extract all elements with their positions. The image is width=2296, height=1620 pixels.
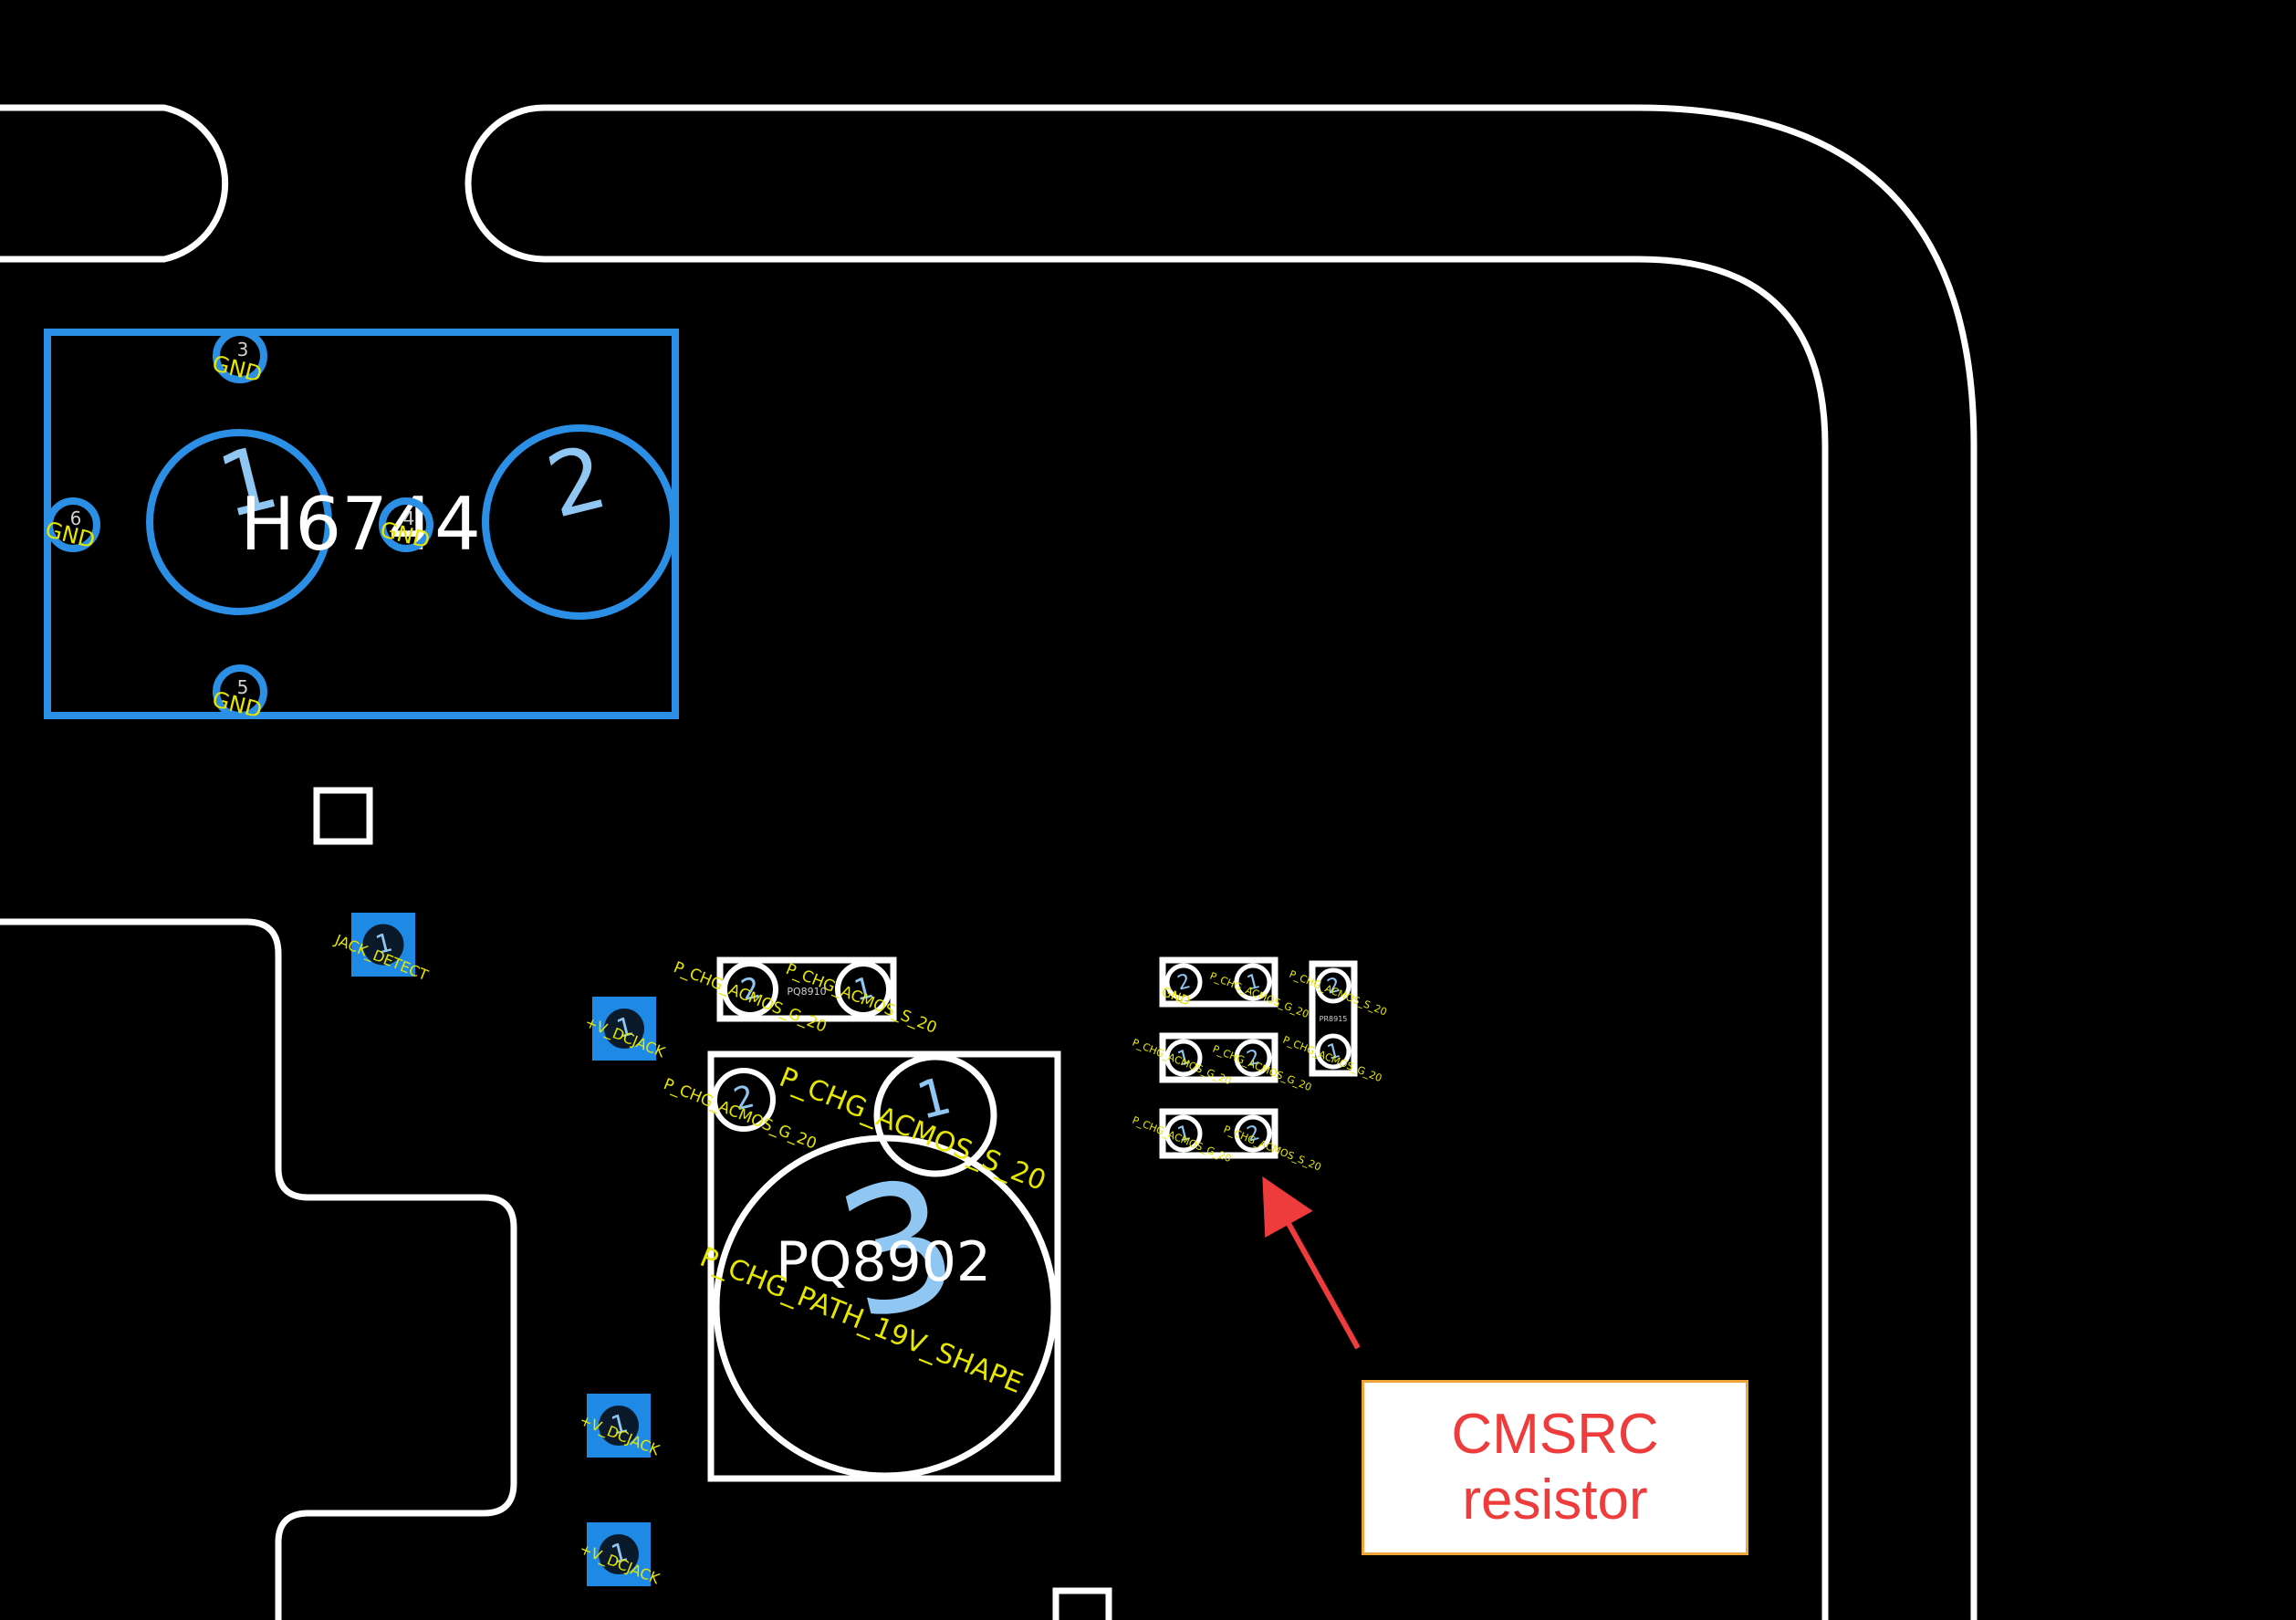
gnd-via-4[interactable] — [379, 497, 433, 552]
gnd-via-5[interactable] — [213, 664, 267, 719]
designator-label: PQ8902 — [776, 1230, 991, 1294]
designator-label: PQ8910 — [787, 986, 826, 998]
pad-number: 1 — [1175, 1046, 1194, 1071]
mounting-hole-h6744[interactable]: 1 2 H6744 3 GND 4 GND 5 GND 6 GND — [43, 329, 679, 723]
test-point[interactable]: 1 +V_DCJACK — [577, 1522, 663, 1589]
pad-number: 1 — [1175, 1122, 1194, 1147]
pad-number: 1 — [1245, 970, 1263, 996]
pad-number: 5 — [237, 676, 249, 698]
pad-number: 1 — [1325, 1040, 1343, 1065]
pad-number: 2 — [1325, 974, 1343, 999]
test-point[interactable]: 1 JACK_DETECT — [331, 913, 431, 985]
pad-number: 2 — [1245, 1122, 1263, 1147]
callout-line-2: resistor — [1462, 1468, 1648, 1531]
pad-number: 4 — [403, 507, 415, 529]
callout-box: CMSRC resistor — [1362, 1380, 1748, 1555]
gnd-via-3[interactable] — [213, 329, 267, 383]
designator-label: H6744 — [240, 482, 481, 567]
pad-number: 3 — [237, 339, 249, 361]
board-outline — [0, 104, 1978, 1620]
test-point[interactable]: 1 +V_DCJACK — [582, 997, 668, 1062]
test-point[interactable]: 1 +V_DCJACK — [577, 1394, 663, 1460]
callout-line-1: CMSRC — [1451, 1403, 1659, 1466]
net-label: GND — [210, 350, 265, 387]
mounting-hole-pad-1[interactable] — [146, 429, 332, 615]
mounting-hole-pad-2[interactable] — [482, 424, 677, 620]
pad-number: 2 — [1245, 1046, 1263, 1071]
pad-number: 2 — [537, 425, 616, 538]
transistor-pq8902[interactable]: 1 2 3 PQ8902 P_CHG_ACMOS_S_20 P_CHG_ACMO… — [661, 1050, 1061, 1482]
callout-arrow — [1262, 1176, 1361, 1350]
resistor-pq8910[interactable]: 2 1 PQ8910 P_CHG_ACMOS_G_20 P_CHG_ACMOS_… — [671, 956, 939, 1038]
pad-number: 6 — [70, 507, 82, 529]
small-resistor[interactable]: 1 2 P_CHG_ACMOS_G_20 P_CHG_ACMOS_S_20 — [1131, 1108, 1323, 1174]
designator-label: PR8915 — [1320, 1015, 1348, 1023]
small-resistor[interactable]: 2 1 GND P_CHG_ACMOS_G_20 — [1159, 956, 1311, 1020]
small-resistor-pr8915[interactable]: 2 1 PR8915 P_CHG_ACMOS_S_20 P_CHG_ACMOS_… — [1281, 960, 1389, 1084]
pad-number: 2 — [1175, 970, 1194, 996]
gnd-via-6[interactable] — [46, 497, 100, 552]
